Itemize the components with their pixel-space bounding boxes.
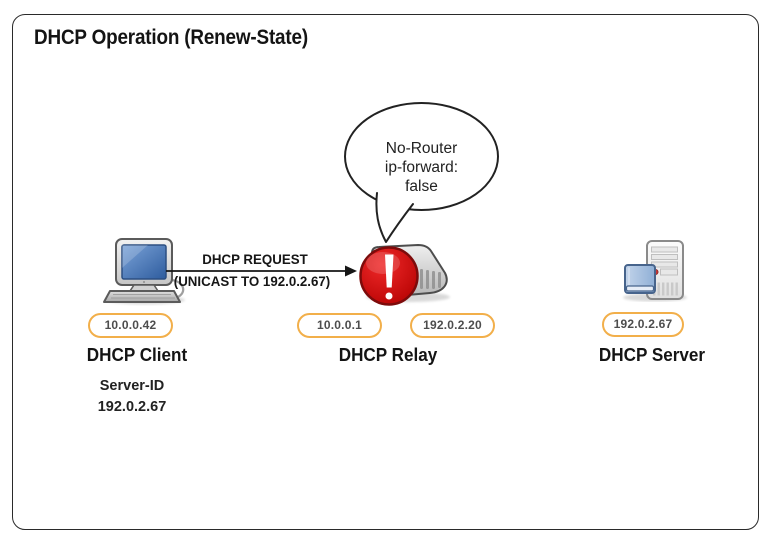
server-tower-icon bbox=[623, 240, 687, 302]
request-label: DHCP REQUEST bbox=[202, 251, 308, 267]
monitor-screen bbox=[121, 244, 167, 280]
note-line: Server-ID bbox=[99, 378, 165, 394]
router-icon bbox=[359, 244, 450, 306]
server-ip-badge: 192.0.2.67 bbox=[602, 312, 684, 337]
diagram-title: DHCP Operation (Renew-State) bbox=[34, 26, 308, 49]
keyboard bbox=[103, 290, 181, 303]
relay-label: DHCP Relay bbox=[338, 345, 438, 365]
mouse-cable bbox=[170, 278, 185, 299]
bubble-text: No-Router ip-forward: false bbox=[348, 139, 495, 196]
note-line: 192.0.2.67 bbox=[97, 399, 167, 415]
request-sublabel: (UNICAST TO 192.0.2.67) bbox=[173, 273, 331, 289]
client-label: DHCP Client bbox=[86, 345, 188, 365]
speech-bubble bbox=[344, 102, 499, 243]
bubble-line: ip-forward: bbox=[384, 159, 459, 176]
request-arrow bbox=[166, 265, 357, 277]
bubble-line: No-Router bbox=[385, 140, 458, 157]
client-server-id-note: Server-ID 192.0.2.67 bbox=[52, 376, 212, 418]
server-label: DHCP Server bbox=[598, 345, 706, 365]
desktop-computer-icon bbox=[103, 238, 185, 305]
client-ip-badge: 10.0.0.42 bbox=[88, 313, 173, 338]
speech-bubble-tail bbox=[375, 192, 414, 243]
relay-ip-badge-right: 192.0.2.20 bbox=[410, 313, 495, 338]
relay-ip-badge-left: 10.0.0.1 bbox=[297, 313, 382, 338]
arrowhead bbox=[345, 265, 357, 277]
bubble-line: false bbox=[405, 178, 438, 195]
